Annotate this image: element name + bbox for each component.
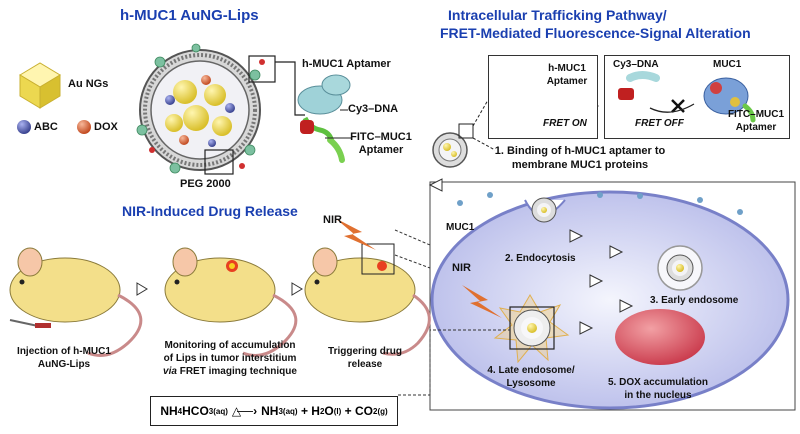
nir-bolt-icon-cell bbox=[462, 285, 502, 318]
mouse-2-caption-line2: of Lips in tumor interstitium bbox=[163, 353, 297, 364]
fret-off-fitc-label: FITC–MUC1 Aptamer bbox=[725, 108, 787, 134]
step-1-line2: membrane MUC1 proteins bbox=[511, 159, 649, 171]
fret-off-graphic bbox=[618, 71, 756, 123]
mouse-nir-label: NIR bbox=[323, 214, 342, 226]
fret-off-status: FRET OFF bbox=[635, 118, 684, 129]
step-4-label: 4. Late endosome/ Lysosome bbox=[476, 364, 586, 390]
mouse-2-caption-fret: FRET imaging technique bbox=[176, 366, 297, 377]
eq-hco: HCO bbox=[182, 404, 209, 418]
fret-on-aptamer-line1: h-MUC1 bbox=[548, 63, 586, 74]
heat-arrow-icon: △› bbox=[231, 404, 258, 418]
hmuc1-aptamer-label: h-MUC1 Aptamer bbox=[302, 58, 391, 70]
mouse-2-caption-via: via bbox=[163, 366, 177, 377]
cell-graphic bbox=[430, 190, 790, 410]
mouse-2-graphic bbox=[164, 247, 298, 357]
mouse-1-caption-line1: Injection of h-MUC1 bbox=[17, 346, 111, 357]
nir-bolt-icon-mouse bbox=[335, 218, 376, 250]
fret-off-muc1-label: MUC1 bbox=[713, 59, 742, 70]
eq-sub-4: 4 bbox=[177, 406, 183, 416]
nucleus bbox=[615, 309, 705, 365]
eq-sub-2g: 2(g) bbox=[373, 406, 388, 416]
mouse-1-caption-line2: AuNG-Lips bbox=[37, 359, 91, 370]
legend-abc-label: ABC bbox=[34, 121, 58, 133]
arrow-icon bbox=[428, 178, 443, 192]
mouse-2-caption-line1: Monitoring of accumulation bbox=[164, 340, 296, 351]
eq-nh4-a: NH bbox=[160, 404, 178, 418]
mouse-1-caption: Injection of h-MUC1 AuNG-Lips bbox=[2, 345, 126, 371]
step-4-line2: Lysosome bbox=[506, 378, 556, 389]
aptamer-construct-graphic bbox=[297, 74, 351, 163]
eq-o: O bbox=[324, 404, 334, 418]
fret-on-box: h-MUC1 Aptamer FRET ON bbox=[488, 55, 598, 139]
eq-plus-1: + bbox=[297, 404, 312, 418]
mouse-3-graphic bbox=[304, 218, 431, 356]
legend-au-label: Au NGs bbox=[68, 78, 109, 90]
fitc-aptamer-label: FITC–MUC1 Aptamer bbox=[348, 131, 414, 157]
step-5-label: 5. DOX accumulation in the nucleus bbox=[598, 376, 718, 402]
cy3-dna-label: Cy3–DNA bbox=[348, 103, 399, 115]
step-3-label: 3. Early endosome bbox=[650, 295, 739, 306]
mouse-3-caption: Triggering drug release bbox=[318, 345, 412, 371]
dox-sphere-icon bbox=[77, 120, 91, 134]
cell-nir-label: NIR bbox=[452, 262, 471, 274]
cell-muc1-label: MUC1 bbox=[446, 222, 475, 233]
fret-off-fitc-line2: Aptamer bbox=[735, 122, 777, 133]
eq-co: CO bbox=[355, 404, 374, 418]
eq-sub-3aq: 3(aq) bbox=[208, 406, 228, 416]
fret-on-aptamer-label: h-MUC1 Aptamer bbox=[543, 62, 591, 88]
au-ng-cube-icon bbox=[19, 62, 61, 109]
legend-dox-label: DOX bbox=[94, 121, 118, 133]
eq-plus-2: + bbox=[341, 404, 356, 418]
eq-sub-l: (l) bbox=[333, 406, 342, 416]
mouse-1-graphic bbox=[9, 247, 143, 357]
fret-on-aptamer-line2: Aptamer bbox=[546, 76, 588, 87]
small-liposome-graphic bbox=[432, 123, 474, 168]
peg-label: PEG 2000 bbox=[180, 178, 231, 190]
fitc-label-line2: Aptamer bbox=[358, 144, 404, 156]
pathway-title-line1: Intracellular Trafficking Pathway/ bbox=[448, 7, 667, 23]
eq-nh3: NH bbox=[261, 404, 279, 418]
liposome-graphic bbox=[136, 43, 276, 175]
fret-off-box: Cy3–DNA FRET OFF MUC1 FITC–MUC1 Aptamer bbox=[604, 55, 790, 139]
mouse-2-caption: Monitoring of accumulation of Lips in tu… bbox=[148, 339, 312, 378]
fret-off-cy3-label: Cy3–DNA bbox=[613, 59, 659, 70]
step-5-line1: 5. DOX accumulation bbox=[607, 377, 709, 388]
eq-sub-2: 2 bbox=[319, 406, 325, 416]
eq-h: H bbox=[311, 404, 320, 418]
step-2-label: 2. Endocytosis bbox=[505, 253, 576, 264]
pathway-title-line2: FRET-Mediated Fluorescence-Signal Altera… bbox=[440, 25, 751, 41]
arrow-icon bbox=[291, 282, 303, 296]
cell-panel-frame bbox=[429, 181, 796, 411]
mouse-3-caption-line1: Triggering drug bbox=[328, 346, 402, 357]
step-1-line1: 1. Binding of h-MUC1 aptamer to bbox=[494, 145, 666, 157]
mouse-3-caption-line2: release bbox=[347, 359, 383, 370]
fitc-label-line1: FITC–MUC1 bbox=[350, 131, 412, 143]
eq-sub-3aq2: 3(aq) bbox=[278, 406, 298, 416]
liposome-title: h-MUC1 AuNG-Lips bbox=[120, 7, 259, 24]
step-4-line1: 4. Late endosome/ bbox=[487, 365, 575, 376]
nir-title: NIR-Induced Drug Release bbox=[122, 203, 298, 219]
mouse-2-caption-line3: via FRET imaging technique bbox=[148, 365, 312, 378]
arrow-icon bbox=[136, 282, 148, 296]
fret-on-status: FRET ON bbox=[543, 118, 587, 129]
step-1-label: 1. Binding of h-MUC1 aptamer to membrane… bbox=[480, 144, 680, 172]
fret-off-fitc-line1: FITC–MUC1 bbox=[727, 109, 785, 120]
abc-sphere-icon bbox=[17, 120, 31, 134]
step-5-line2: in the nucleus bbox=[624, 390, 692, 401]
equation-connector bbox=[398, 329, 510, 396]
